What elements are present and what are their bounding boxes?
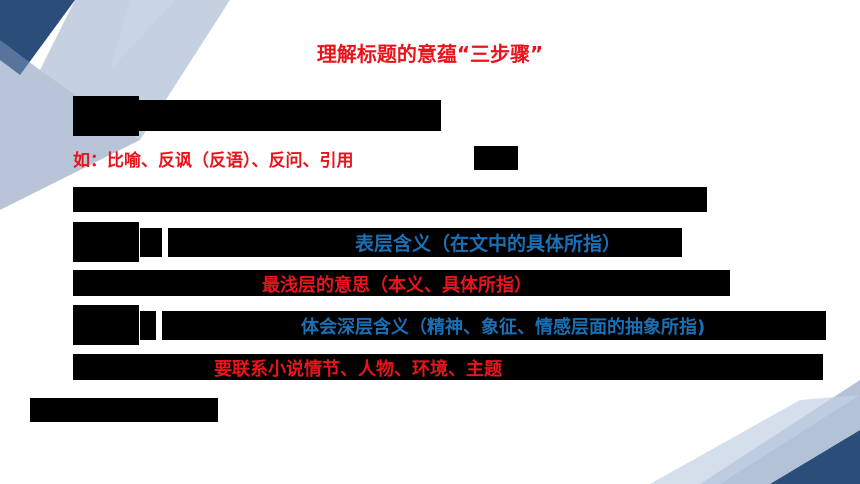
deep-meaning-text: 体会深层含义（精神、象征、情感层面的抽象所指) xyxy=(301,317,706,338)
redacted-block xyxy=(73,270,730,296)
deep-note-text: 要联系小说情节、人物、环境、主题 xyxy=(214,359,502,380)
redacted-block xyxy=(73,305,139,345)
redacted-block xyxy=(73,187,707,212)
redacted-block xyxy=(140,228,162,257)
redacted-block xyxy=(140,311,156,340)
redacted-block xyxy=(474,146,518,170)
redacted-block xyxy=(30,398,218,422)
redacted-block xyxy=(73,222,139,262)
slide-title: 理解标题的意蕴“三步骤” xyxy=(316,42,544,66)
surface-meaning-text: 表层含义（在文中的具体所指） xyxy=(355,233,622,255)
redacted-block xyxy=(139,100,441,131)
redacted-block xyxy=(73,354,823,380)
surface-note-text: 最浅层的意思（本义、具体所指） xyxy=(262,275,532,296)
redacted-block xyxy=(162,311,826,340)
redacted-block xyxy=(168,228,682,257)
redacted-block xyxy=(73,96,139,136)
example-text: 如：比喻、反讽（反语）、反问、引用 xyxy=(73,151,354,171)
